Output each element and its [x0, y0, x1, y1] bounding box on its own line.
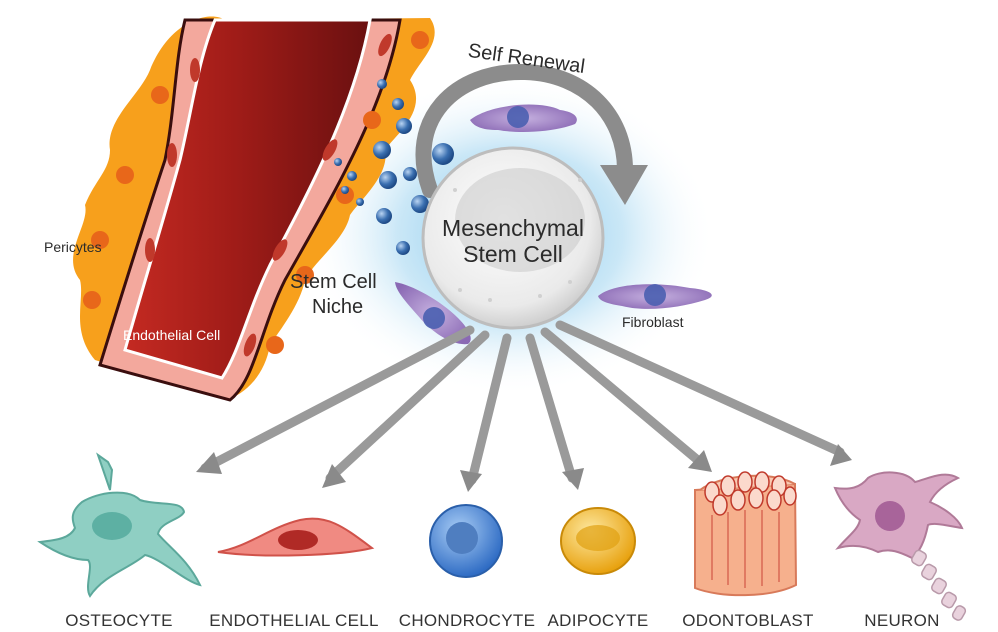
caption-adipocyte: ADIPOCYTE: [548, 611, 649, 630]
pericyte-nucleus: [296, 266, 314, 284]
endothelial-cell-label: Endothelial Cell: [123, 327, 220, 343]
osteocyte-cell: [37, 452, 202, 598]
arrow-to-adipocyte: [525, 333, 577, 483]
pericyte-nucleus: [336, 186, 354, 204]
caption-osteocyte: OSTEOCYTE: [65, 611, 173, 630]
neuron-axon: [911, 549, 967, 621]
chondrocyte-cell: [429, 504, 503, 578]
fibroblast-cell: [470, 104, 577, 132]
fibroblast-label: Fibroblast: [622, 314, 684, 330]
pericytes-label: Pericytes: [44, 239, 102, 255]
endothelial-nucleus: [272, 239, 288, 261]
endothelial-nucleus: [378, 33, 392, 57]
pericyte-nucleus: [411, 31, 429, 49]
blood-vessel: [73, 16, 435, 402]
vesicles: [334, 79, 454, 255]
adipocyte-cell: [560, 507, 636, 575]
odontoblast-tissue: [694, 471, 798, 597]
arrow-to-neuron: [555, 320, 845, 457]
arrow-to-odontoblast: [540, 327, 705, 467]
endothelial-nucleus: [322, 139, 338, 161]
niche-label-line1: Stem Cell: [290, 271, 377, 293]
endothelial-nucleus: [190, 58, 200, 82]
pericyte-nucleus: [266, 336, 284, 354]
msc-label-line2: Stem Cell: [463, 241, 563, 267]
endothelial-nucleus: [243, 333, 257, 357]
pericyte-nucleus: [83, 291, 101, 309]
arrow-to-osteocyte: [200, 325, 475, 473]
fibroblast-cell: [598, 284, 712, 309]
mesenchymal-stem-cell: Mesenchymal Stem Cell: [421, 146, 605, 330]
pericyte-nucleus: [91, 231, 109, 249]
caption-odontoblast: ODONTOBLAST: [682, 611, 813, 630]
arrow-to-chondrocyte: [467, 333, 512, 485]
endothelial-cell: [217, 517, 375, 557]
caption-chondrocyte: CHONDROCYTE: [399, 611, 535, 630]
self-renewal-arrow: [415, 63, 633, 198]
pericyte-nucleus: [116, 166, 134, 184]
caption-endothelial-cell: ENDOTHELIAL CELL: [209, 611, 379, 630]
niche-label-line2: Niche: [312, 296, 363, 318]
caption-neuron: NEURON: [864, 611, 939, 630]
fibroblast-cell: [395, 282, 471, 345]
pericyte-nucleus: [363, 111, 381, 129]
self-renewal-arrowhead: [600, 165, 648, 205]
msc-label-line1: Mesenchymal: [442, 215, 584, 241]
pericyte-nucleus: [151, 86, 169, 104]
endothelial-nucleus: [145, 238, 155, 262]
endothelial-nucleus: [167, 143, 177, 167]
arrow-to-endothelial: [325, 330, 490, 483]
differentiation-arrows: [196, 320, 852, 492]
neuron-cell: [833, 471, 967, 621]
